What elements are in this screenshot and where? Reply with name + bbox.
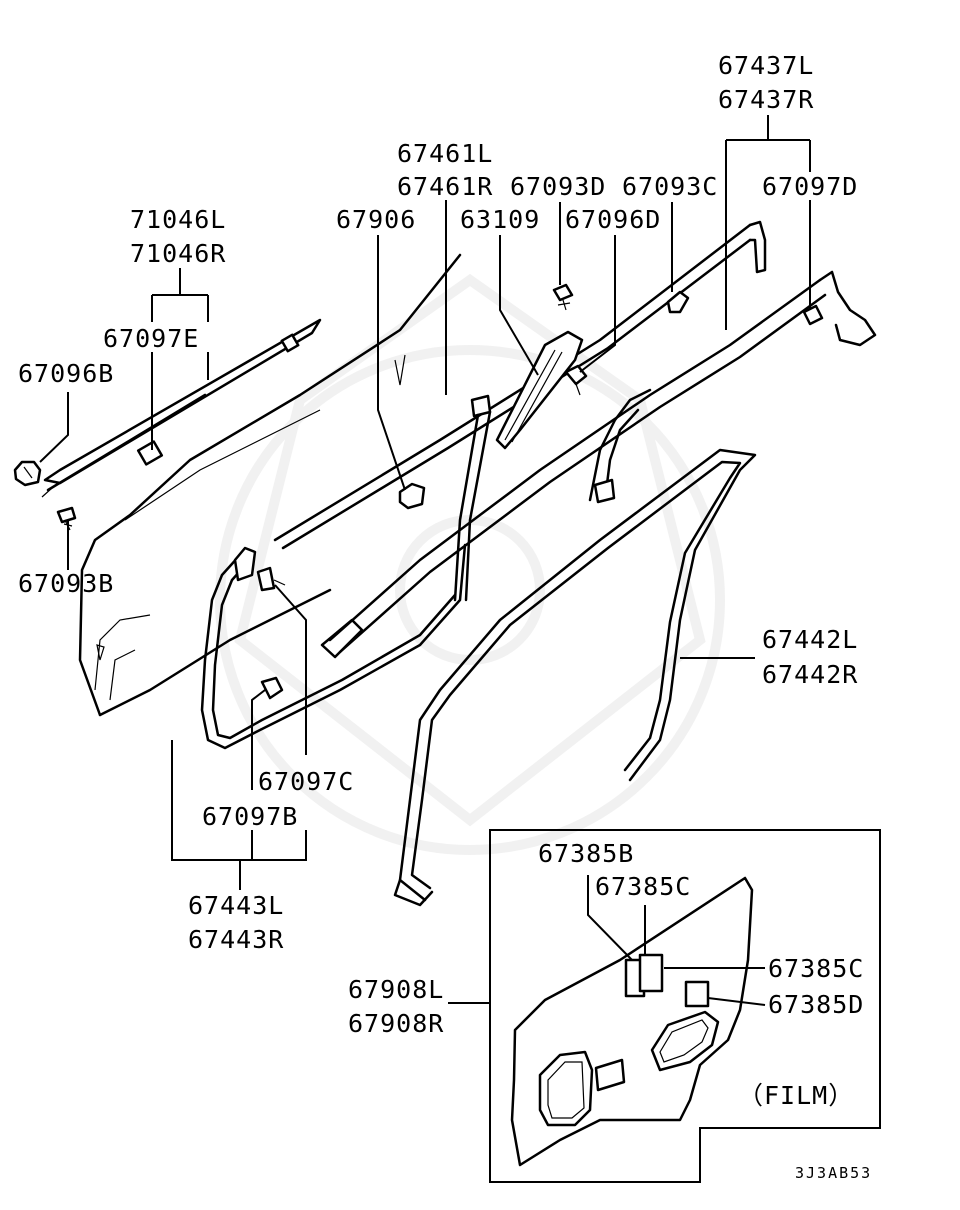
clip-67093C bbox=[666, 290, 690, 314]
screw-67093B bbox=[56, 506, 77, 531]
belt-molding-71046 bbox=[41, 318, 322, 498]
label-67443L: 67443L bbox=[188, 891, 284, 920]
weatherstrip-67437 bbox=[320, 270, 877, 659]
label-67093D: 67093D bbox=[510, 172, 606, 201]
label-71046L: 71046L bbox=[130, 205, 226, 234]
label-67097D: 67097D bbox=[762, 172, 858, 201]
label-67908L: 67908L bbox=[348, 975, 444, 1004]
label-67096D: 67096D bbox=[565, 205, 661, 234]
screw-67093D bbox=[552, 283, 574, 311]
label-67097E: 67097E bbox=[103, 324, 199, 353]
label-67443R: 67443R bbox=[188, 925, 284, 954]
clip-67097C bbox=[256, 566, 286, 592]
door-shell bbox=[78, 253, 462, 717]
label-67461R: 67461R bbox=[397, 172, 493, 201]
label-film: （FILM） bbox=[738, 1081, 854, 1110]
watermark bbox=[215, 273, 725, 855]
label-67097B: 67097B bbox=[202, 802, 298, 831]
label-67097C: 67097C bbox=[258, 767, 354, 796]
label-67385B: 67385B bbox=[538, 839, 634, 868]
part-labels: 67437L 67437R 67461L 67461R 67093D 67093… bbox=[18, 51, 872, 1182]
garnish-63109 bbox=[495, 330, 584, 450]
leader-lines bbox=[39, 115, 811, 890]
label-67437L: 67437L bbox=[718, 51, 814, 80]
label-67908R: 67908R bbox=[348, 1009, 444, 1038]
label-67385C-right: 67385C bbox=[768, 954, 864, 983]
seal-67443 bbox=[200, 543, 467, 750]
label-67096B: 67096B bbox=[18, 359, 114, 388]
cap-67096B bbox=[13, 460, 42, 487]
film-inset bbox=[448, 829, 881, 1183]
diagram-code: 3J3AB53 bbox=[795, 1164, 872, 1182]
label-67906: 67906 bbox=[336, 205, 416, 234]
label-67385C-top: 67385C bbox=[595, 872, 691, 901]
label-63109: 63109 bbox=[460, 205, 540, 234]
label-67442L: 67442L bbox=[762, 625, 858, 654]
label-67442R: 67442R bbox=[762, 660, 858, 689]
label-71046R: 71046R bbox=[130, 239, 226, 268]
label-67093C: 67093C bbox=[622, 172, 718, 201]
label-67093B: 67093B bbox=[18, 569, 114, 598]
label-67437R: 67437R bbox=[718, 85, 814, 114]
bumper-67906 bbox=[398, 482, 426, 510]
clip-67097B bbox=[260, 676, 284, 700]
label-67385D: 67385D bbox=[768, 990, 864, 1019]
label-67461L: 67461L bbox=[397, 139, 493, 168]
seal-67442 bbox=[393, 448, 757, 907]
